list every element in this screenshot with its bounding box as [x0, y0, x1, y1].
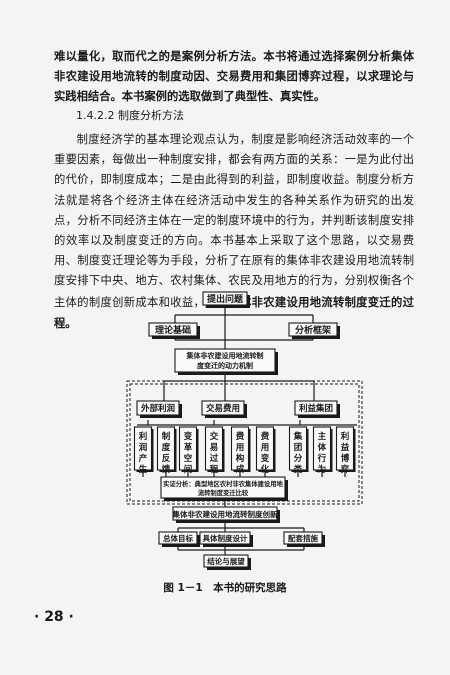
box-theory-basis: 理论基础 [148, 322, 200, 339]
sub-factor-box: 费用构成 [230, 426, 251, 475]
label-raise-question: 提出问题 [207, 293, 244, 305]
label-conclusion: 结论与展望 [207, 556, 245, 566]
sub-factor-box: 费用变化 [255, 426, 276, 475]
paragraph-2-text: 制度经济学的基本理论观点认为，制度是影响经济活动效率的一个重要因素，每做出一种制… [54, 133, 414, 309]
label-overall-goal: 总体目标 [163, 533, 193, 543]
connectors [142, 305, 346, 555]
intro-paragraph: 难以量化，取而代之的是案例分析方法。本书将通过选择案例分析集体非农建设用地流转的… [54, 46, 414, 107]
label-external-profit: 外部利润 [140, 403, 176, 414]
paragraph-1: 难以量化，取而代之的是案例分析方法。本书将通过选择案例分析集体非农建设用地流转的… [54, 49, 414, 104]
sub-factor-box: 利益博弈 [335, 426, 356, 475]
section-heading: 1.4.2.2 制度分析方法 [76, 109, 184, 122]
label-theory-basis: 理论基础 [155, 324, 191, 336]
box-transaction-cost: 交易费用 [201, 400, 247, 418]
sub-factor-label: 主体行为 [317, 431, 327, 475]
paragraph-2-bold: 描述集体非农建设用地流转制度变迁的过程。 [54, 294, 414, 330]
label-supporting-measures: 配套措施 [288, 533, 318, 543]
body-paragraph: 制度经济学的基本理论观点认为，制度是影响经济活动效率的一个重要因素，每做出一种制… [54, 130, 414, 334]
sub-factor-box: 交易过程 [204, 426, 225, 475]
box-institutional-innovation: 集体非农建设用地流转制度创新 [172, 506, 280, 523]
box-conclusion-outlook: 结论与展望 [203, 554, 251, 570]
label-institution-design: 具体制度设计 [203, 533, 248, 543]
box-supporting-measures: 配套措施 [283, 531, 325, 547]
sub-factor-label: 费用构成 [235, 431, 245, 475]
box-external-profit: 外部利润 [136, 400, 182, 418]
sub-factor-box: 主体行为 [312, 426, 333, 475]
sub-factor-box: 集团分类 [288, 426, 309, 475]
box-institution-design: 具体制度设计 [199, 531, 253, 547]
label-transaction-cost: 交易费用 [206, 403, 240, 414]
label-empirical-1: 实证分析：典型地区农村非农集体建设用地 [163, 479, 283, 488]
sub-factor-box: 制度反馈 [156, 426, 177, 475]
sub-factor-box: 利润产生 [133, 426, 154, 475]
box-interest-group: 利益集团 [294, 400, 340, 418]
box-empirical-analysis: 实证分析：典型地区农村非农集体建设用地 流转制度变迁比较 [160, 476, 288, 501]
label-innovation: 集体非农建设用地流转制度创新 [172, 509, 278, 519]
sub-factor-label: 制度反馈 [161, 431, 171, 475]
box-dynamic-mechanism: 集体非农建设用地流转制 度变迁的动力机制 [174, 348, 278, 375]
sub-factor-label: 利益博弈 [340, 431, 350, 475]
label-mechanism-2: 度变迁的动力机制 [197, 361, 253, 370]
sub-factor-label: 利润产生 [138, 431, 148, 475]
label-empirical-2: 流转制度变迁比较 [198, 488, 249, 497]
figure-caption: 图 1－1 本书的研究思路 [163, 582, 287, 594]
sub-factor-label: 费用变化 [260, 431, 270, 475]
sub-factor-label: 交易过程 [210, 431, 219, 475]
paragraph-2: 制度经济学的基本理论观点认为，制度是影响经济活动效率的一个重要因素，每做出一种制… [54, 130, 414, 334]
page-number: · 28 · [34, 609, 74, 625]
sub-factor-label: 变革空间 [184, 431, 193, 475]
sub-factor-label: 集团分类 [293, 431, 303, 475]
label-mechanism-1: 集体非农建设用地流转制 [186, 351, 264, 360]
box-analysis-framework: 分析框架 [288, 322, 340, 339]
box-raise-question: 提出问题 [202, 291, 250, 308]
box-overall-goal: 总体目标 [158, 531, 200, 547]
label-analysis-framework: 分析框架 [295, 324, 331, 336]
analysis-dashed-frame [126, 380, 363, 505]
label-interest-group: 利益集团 [298, 403, 333, 414]
sub-factor-boxes: 利润产生 制度反馈 变革空间 交易过程 费用构成 费用变化 集团分类 主体行为 利益博弈 [133, 426, 356, 475]
sub-factor-box: 变革空间 [178, 426, 199, 475]
